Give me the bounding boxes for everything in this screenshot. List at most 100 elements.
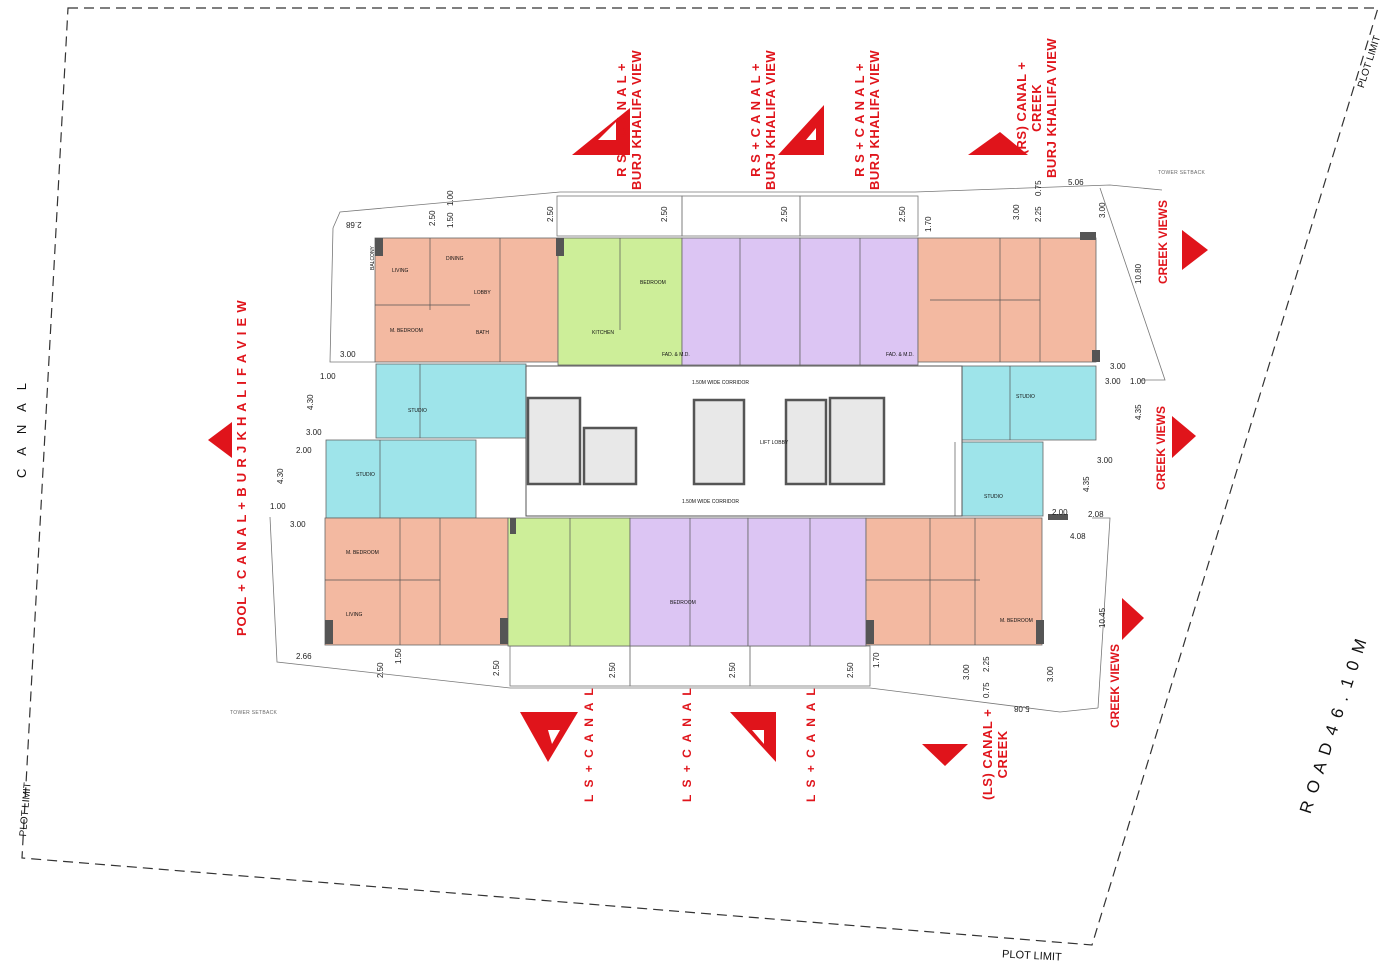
tower-setback-bottom: TOWER SETBACK bbox=[230, 710, 278, 716]
studio-left-lower bbox=[325, 439, 477, 519]
view-label-bottom-3: L S + C A N A L bbox=[804, 686, 818, 802]
room-label-bath-1: BATH bbox=[476, 330, 489, 336]
dim-right-10-80: 10.80 bbox=[1134, 263, 1143, 284]
unit-2bed-bottom-left bbox=[324, 517, 509, 646]
tower-setback-top: TOWER SETBACK bbox=[1158, 170, 1206, 176]
units-top-row bbox=[374, 237, 1097, 366]
view-arrow-right-2 bbox=[1172, 416, 1196, 458]
dim-bottom-5-08: 5.08 bbox=[1014, 704, 1030, 713]
view-label-right-2: CREEK VIEWS bbox=[1154, 405, 1168, 490]
room-label-fad-1: FAD. & M.D. bbox=[662, 352, 690, 358]
studio-left-upper bbox=[375, 363, 527, 439]
room-label-lobby-1: LOBBY bbox=[474, 290, 491, 296]
room-label-living-2: LIVING bbox=[346, 612, 363, 618]
view-arrow-bottom-1 bbox=[520, 712, 578, 762]
room-label-dining-1: DINING bbox=[446, 256, 464, 262]
corridor-label-bottom: 1.50M WIDE CORRIDOR bbox=[682, 499, 739, 505]
dim-top-1-00: 1.00 bbox=[446, 190, 455, 206]
room-label-fad-2: FAD. & M.D. bbox=[886, 352, 914, 358]
view-label-top-1: R S + C A N A L +BURJ KHALIFA VIEW bbox=[614, 49, 644, 190]
room-label-mbed-2: M. BEDROOM bbox=[346, 550, 379, 556]
dim-right-4-35-b: 4.35 bbox=[1082, 476, 1091, 492]
dim-top-1-50: 1.50 bbox=[446, 212, 455, 228]
dim-top-2-50-a: 2.50 bbox=[428, 210, 437, 226]
plot-limit-outline bbox=[21, 7, 1379, 946]
dim-bottom-3-00-a: 3.00 bbox=[962, 664, 971, 680]
view-label-bottom-4: (LS) CANAL +CREEK bbox=[980, 708, 1010, 800]
structural-columns bbox=[325, 232, 1100, 644]
room-label-balcony-1: BALCONY bbox=[370, 246, 376, 270]
dim-left-3-00-b: 3.00 bbox=[306, 428, 322, 437]
studio-right-upper bbox=[961, 365, 1097, 441]
dim-right-4-35-a: 4.35 bbox=[1134, 404, 1143, 420]
dim-right-3-00-c: 3.00 bbox=[1097, 456, 1113, 465]
unit-2bed-bottom-right bbox=[865, 517, 1043, 646]
dim-top-1-70: 1.70 bbox=[924, 216, 933, 232]
view-arrow-top-3 bbox=[968, 132, 1028, 155]
room-label-mbed-1: M. BEDROOM bbox=[390, 328, 423, 334]
canal-label: C A N A L bbox=[14, 378, 29, 478]
dim-right-4-08: 4.08 bbox=[1070, 532, 1086, 541]
room-label-living-1: LIVING bbox=[392, 268, 409, 274]
room-label-mbed-3: M. BEDROOM bbox=[1000, 618, 1033, 624]
view-arrow-bottom-2 bbox=[730, 712, 776, 762]
corridor-label-top: 1.50M WIDE CORRIDOR bbox=[692, 380, 749, 386]
dim-left-2-68: 2.68 bbox=[346, 220, 362, 229]
view-arrow-top-2 bbox=[778, 105, 824, 155]
view-arrow-left bbox=[208, 422, 232, 458]
unit-1bed-violet-bottom-2 bbox=[747, 517, 867, 647]
dim-top-2-25: 2.25 bbox=[1034, 206, 1043, 222]
dim-right-3-00-a: 3.00 bbox=[1110, 362, 1126, 371]
view-label-top-3: R S + C A N A L +BURJ KHALIFA VIEW bbox=[852, 49, 882, 190]
unit-1bed-green-bottom bbox=[507, 517, 631, 647]
room-label-studio-4: STUDIO bbox=[984, 494, 1003, 500]
dim-bottom-1-70: 1.70 bbox=[872, 652, 881, 668]
room-label-bedroom-1: BEDROOM bbox=[640, 280, 666, 286]
view-label-right-1: CREEK VIEWS bbox=[1156, 199, 1170, 284]
dim-top-5-06: 5.06 bbox=[1068, 178, 1084, 187]
unit-1bed-violet-bottom-1 bbox=[629, 517, 749, 647]
unit-2bed-top-left bbox=[374, 237, 559, 363]
dim-bottom-2-50-e: 2.50 bbox=[846, 662, 855, 678]
dim-top-3-00-a: 3.00 bbox=[1012, 204, 1021, 220]
building-core bbox=[525, 365, 963, 517]
dim-right-2-00: 2.00 bbox=[1052, 508, 1068, 517]
view-label-bottom-1: L S + C A N A L bbox=[582, 686, 596, 802]
dim-left-2-66: 2.66 bbox=[296, 652, 312, 661]
dim-left-1-00-b: 1.00 bbox=[270, 502, 286, 511]
room-label-studio-3: STUDIO bbox=[356, 472, 375, 478]
dim-bottom-2-50-a: 2.50 bbox=[376, 662, 385, 678]
dim-right-3-00-b: 3.00 bbox=[1105, 377, 1121, 386]
dim-top-0-75: 0.75 bbox=[1034, 180, 1043, 196]
view-label-left: POOL + C A N A L + B U R J K H A L I F A… bbox=[234, 299, 249, 636]
view-label-top-2: R S + C A N A L +BURJ KHALIFA VIEW bbox=[748, 49, 778, 190]
dim-left-4-30-a: 4.30 bbox=[306, 394, 315, 410]
view-label-right-3: CREEK VIEWS bbox=[1108, 643, 1122, 728]
dim-left-1-00-a: 1.00 bbox=[320, 372, 336, 381]
room-label-studio-2: STUDIO bbox=[1016, 394, 1035, 400]
dim-right-10-45: 10.45 bbox=[1098, 607, 1107, 628]
units-bottom-row bbox=[324, 517, 1043, 647]
units-studios bbox=[325, 363, 1097, 519]
dim-bottom-0-75: 0.75 bbox=[982, 682, 991, 698]
room-label-kitchen-1: KITCHEN bbox=[592, 330, 614, 336]
dim-bottom-2-50-b: 2.50 bbox=[492, 660, 501, 676]
view-arrows bbox=[208, 105, 1208, 766]
dim-right-2-08: 2.08 bbox=[1088, 510, 1104, 519]
view-arrow-bottom-3 bbox=[922, 744, 968, 766]
dim-top-3-00-b: 3.00 bbox=[1098, 202, 1107, 218]
view-arrow-top-1 bbox=[572, 108, 630, 155]
balcony-outline bbox=[269, 184, 1166, 713]
dim-bottom-2-25: 2.25 bbox=[982, 656, 991, 672]
dim-bottom-2-50-d: 2.50 bbox=[728, 662, 737, 678]
dim-bottom-2-50-c: 2.50 bbox=[608, 662, 617, 678]
dim-top-2-50-e: 2.50 bbox=[898, 206, 907, 222]
room-label-lift-lobby: LIFT LOBBY bbox=[760, 440, 789, 446]
unit-1bed-violet-top-2 bbox=[799, 237, 919, 366]
dim-top-2-50-c: 2.50 bbox=[660, 206, 669, 222]
room-label-studio-1: STUDIO bbox=[408, 408, 427, 414]
dim-bottom-1-50: 1.50 bbox=[394, 648, 403, 664]
dim-left-4-30-b: 4.30 bbox=[276, 468, 285, 484]
